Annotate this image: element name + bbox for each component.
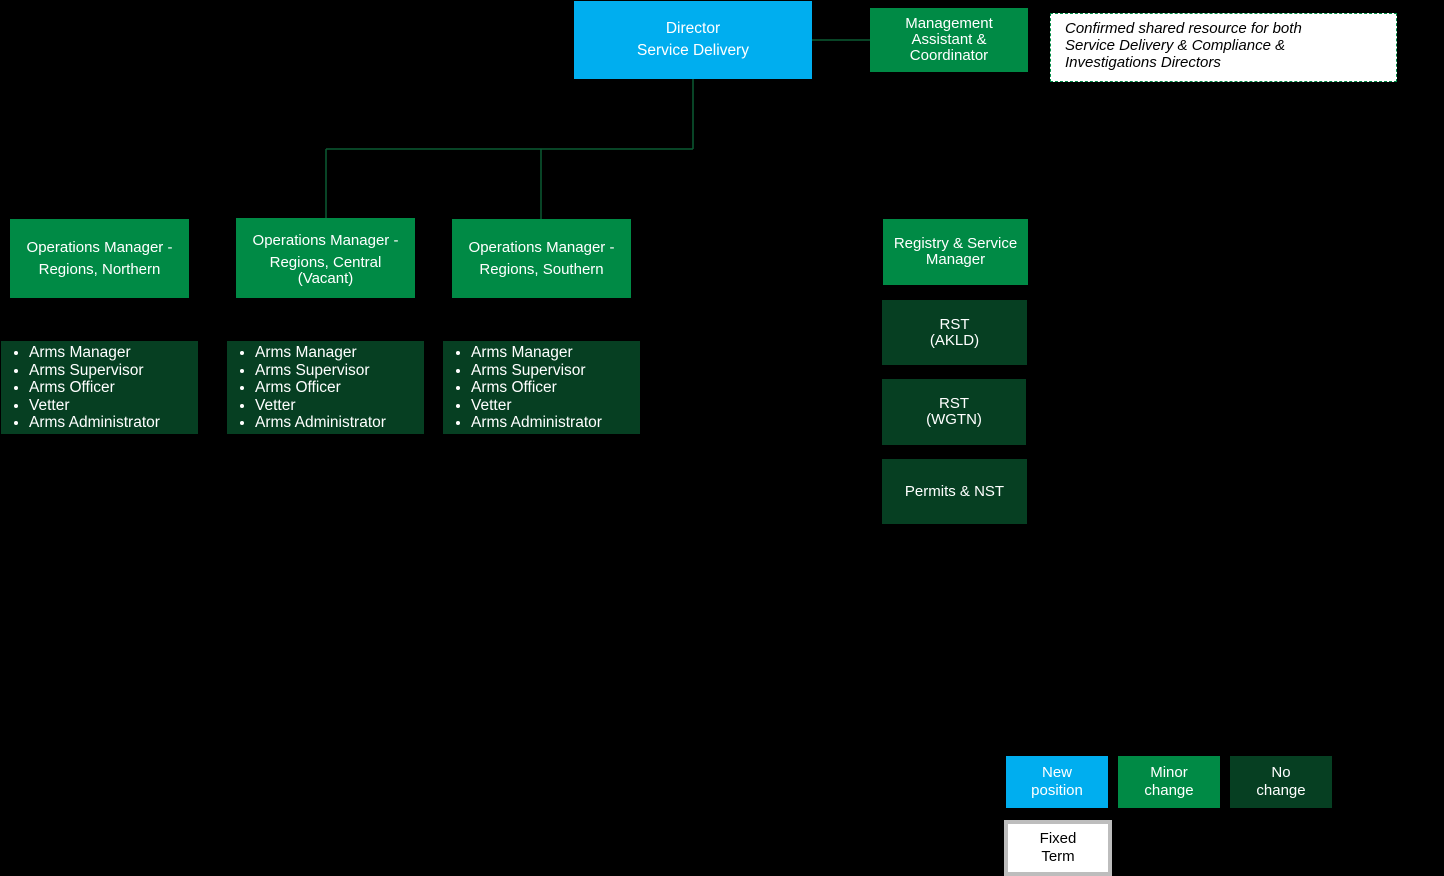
team-list-southern: Arms Manager Arms Supervisor Arms Office…: [443, 341, 640, 434]
legend-fixed-line-1: Fixed: [1039, 830, 1077, 847]
rst-akld-line-1: RST: [939, 315, 970, 333]
manager-southern-line-2: Regions, Southern: [479, 260, 604, 278]
list-item: Arms Officer: [471, 379, 640, 397]
manager-northern-line-1: Operations Manager -: [26, 238, 173, 256]
director-box: Director Service Delivery: [574, 1, 812, 79]
list-item: Vetter: [255, 397, 424, 415]
list-item: Vetter: [471, 397, 640, 415]
director-title: Director: [665, 20, 721, 37]
manager-southern-box: Operations Manager - Regions, Southern: [452, 219, 631, 298]
assistant-box: Management Assistant & Coordinator: [870, 8, 1028, 72]
assistant-line-3: Coordinator: [909, 47, 989, 64]
manager-northern-box: Operations Manager - Regions, Northern: [10, 219, 189, 298]
manager-southern-line-1: Operations Manager -: [468, 238, 615, 256]
list-item: Arms Administrator: [255, 414, 424, 432]
rst-akld-line-2: (AKLD): [929, 331, 980, 349]
list-item: Arms Officer: [255, 379, 424, 397]
list-item: Arms Administrator: [471, 414, 640, 432]
list-item: Arms Supervisor: [471, 362, 640, 380]
director-subtitle: Service Delivery: [637, 42, 749, 59]
legend-new-line-1: New: [1041, 764, 1072, 781]
legend-fixed-term: Fixed Term: [1004, 820, 1112, 876]
shared-resource-note: Confirmed shared resource for both Servi…: [1050, 13, 1397, 82]
legend-no-change: No change: [1230, 756, 1332, 808]
legend-minor-change: Minor change: [1118, 756, 1220, 808]
list-item: Arms Supervisor: [29, 362, 198, 380]
list-item: Vetter: [29, 397, 198, 415]
permits-label: Permits & NST: [904, 482, 1005, 500]
list-item: Arms Administrator: [29, 414, 198, 432]
legend-new-position: New position: [1006, 756, 1108, 808]
rst-akld-box: RST (AKLD): [882, 300, 1027, 365]
manager-northern-line-2: Regions, Northern: [38, 260, 161, 278]
registry-line-1: Registry & Service: [893, 235, 1018, 252]
legend-fixed-line-2: Term: [1041, 848, 1075, 865]
team-list-northern: Arms Manager Arms Supervisor Arms Office…: [1, 341, 198, 434]
manager-central-box: Operations Manager - Regions, Central (V…: [236, 218, 415, 298]
list-item: Arms Manager: [29, 344, 198, 362]
rst-wgtn-line-1: RST: [939, 395, 969, 412]
permits-nst-box: Permits & NST: [882, 459, 1027, 524]
assistant-line-1: Management: [905, 15, 993, 32]
note-line-2: Service Delivery & Compliance &: [1065, 37, 1286, 54]
assistant-line-2: Assistant &: [911, 31, 987, 48]
manager-central-line-1: Operations Manager -: [252, 231, 399, 249]
list-item: Arms Officer: [29, 379, 198, 397]
rst-wgtn-line-2: (WGTN): [926, 411, 982, 428]
list-item: Arms Manager: [255, 344, 424, 362]
team-list-central: Arms Manager Arms Supervisor Arms Office…: [227, 341, 424, 434]
rst-wgtn-box: RST (WGTN): [882, 379, 1026, 445]
legend-minor-line-1: Minor: [1150, 764, 1188, 781]
registry-manager-box: Registry & Service Manager: [883, 219, 1028, 285]
legend-minor-line-2: change: [1144, 782, 1194, 799]
legend-nochange-line-1: No: [1271, 764, 1291, 781]
registry-line-2: Manager: [925, 251, 986, 268]
list-item: Arms Manager: [471, 344, 640, 362]
legend-new-line-2: position: [1031, 782, 1083, 799]
legend-nochange-line-2: change: [1256, 782, 1306, 799]
manager-central-line-3: (Vacant): [297, 269, 354, 287]
note-line-1: Confirmed shared resource for both: [1065, 20, 1302, 37]
list-item: Arms Supervisor: [255, 362, 424, 380]
manager-central-line-2: Regions, Central: [269, 253, 382, 271]
note-line-3: Investigations Directors: [1065, 54, 1221, 71]
